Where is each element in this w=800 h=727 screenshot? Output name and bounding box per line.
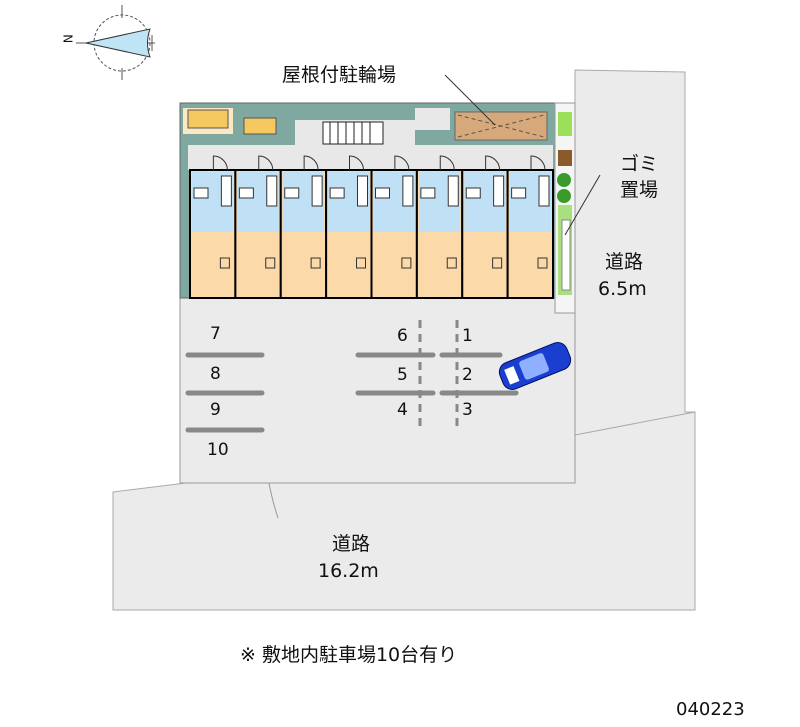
- parking-number: 4: [397, 400, 408, 420]
- road-right-width: 6.5m: [598, 278, 647, 300]
- road-right-label: 道路: [605, 251, 644, 273]
- parking-number: 6: [397, 326, 408, 346]
- car-icon: [498, 342, 572, 390]
- parking-number: 10: [207, 440, 229, 460]
- parking-number: 1: [462, 326, 473, 346]
- road-bottom-label: 道路: [332, 533, 371, 555]
- bike-parking-label: 屋根付駐輪場: [282, 64, 397, 86]
- parking-number: 8: [210, 364, 221, 384]
- garbage-area: [558, 150, 572, 166]
- parking-number: 9: [210, 400, 221, 420]
- road-bottom-width: 16.2m: [318, 560, 379, 582]
- apartment-unit: [370, 155, 418, 299]
- compass-icon: [76, 5, 155, 80]
- parking-number: 7: [210, 324, 221, 344]
- apartment-unit: [461, 155, 509, 299]
- apartment-unit: [234, 155, 282, 299]
- apartment-unit: [325, 155, 373, 299]
- property-code: 040223: [676, 699, 745, 720]
- apartment-unit: [279, 155, 328, 299]
- parking-note: ※ 敷地内駐車場10台有り: [240, 644, 458, 666]
- parking-number: 2: [462, 365, 473, 385]
- garbage-label-1: ゴミ: [620, 153, 659, 175]
- parking-number: 5: [397, 365, 408, 385]
- apartment-unit: [415, 155, 464, 299]
- apartment-units: [189, 155, 554, 299]
- north-label: N: [60, 34, 75, 44]
- apartment-unit: [506, 155, 554, 299]
- garbage-label-2: 置場: [620, 179, 659, 201]
- parking-number: 3: [462, 400, 473, 420]
- apartment-unit: [189, 155, 237, 299]
